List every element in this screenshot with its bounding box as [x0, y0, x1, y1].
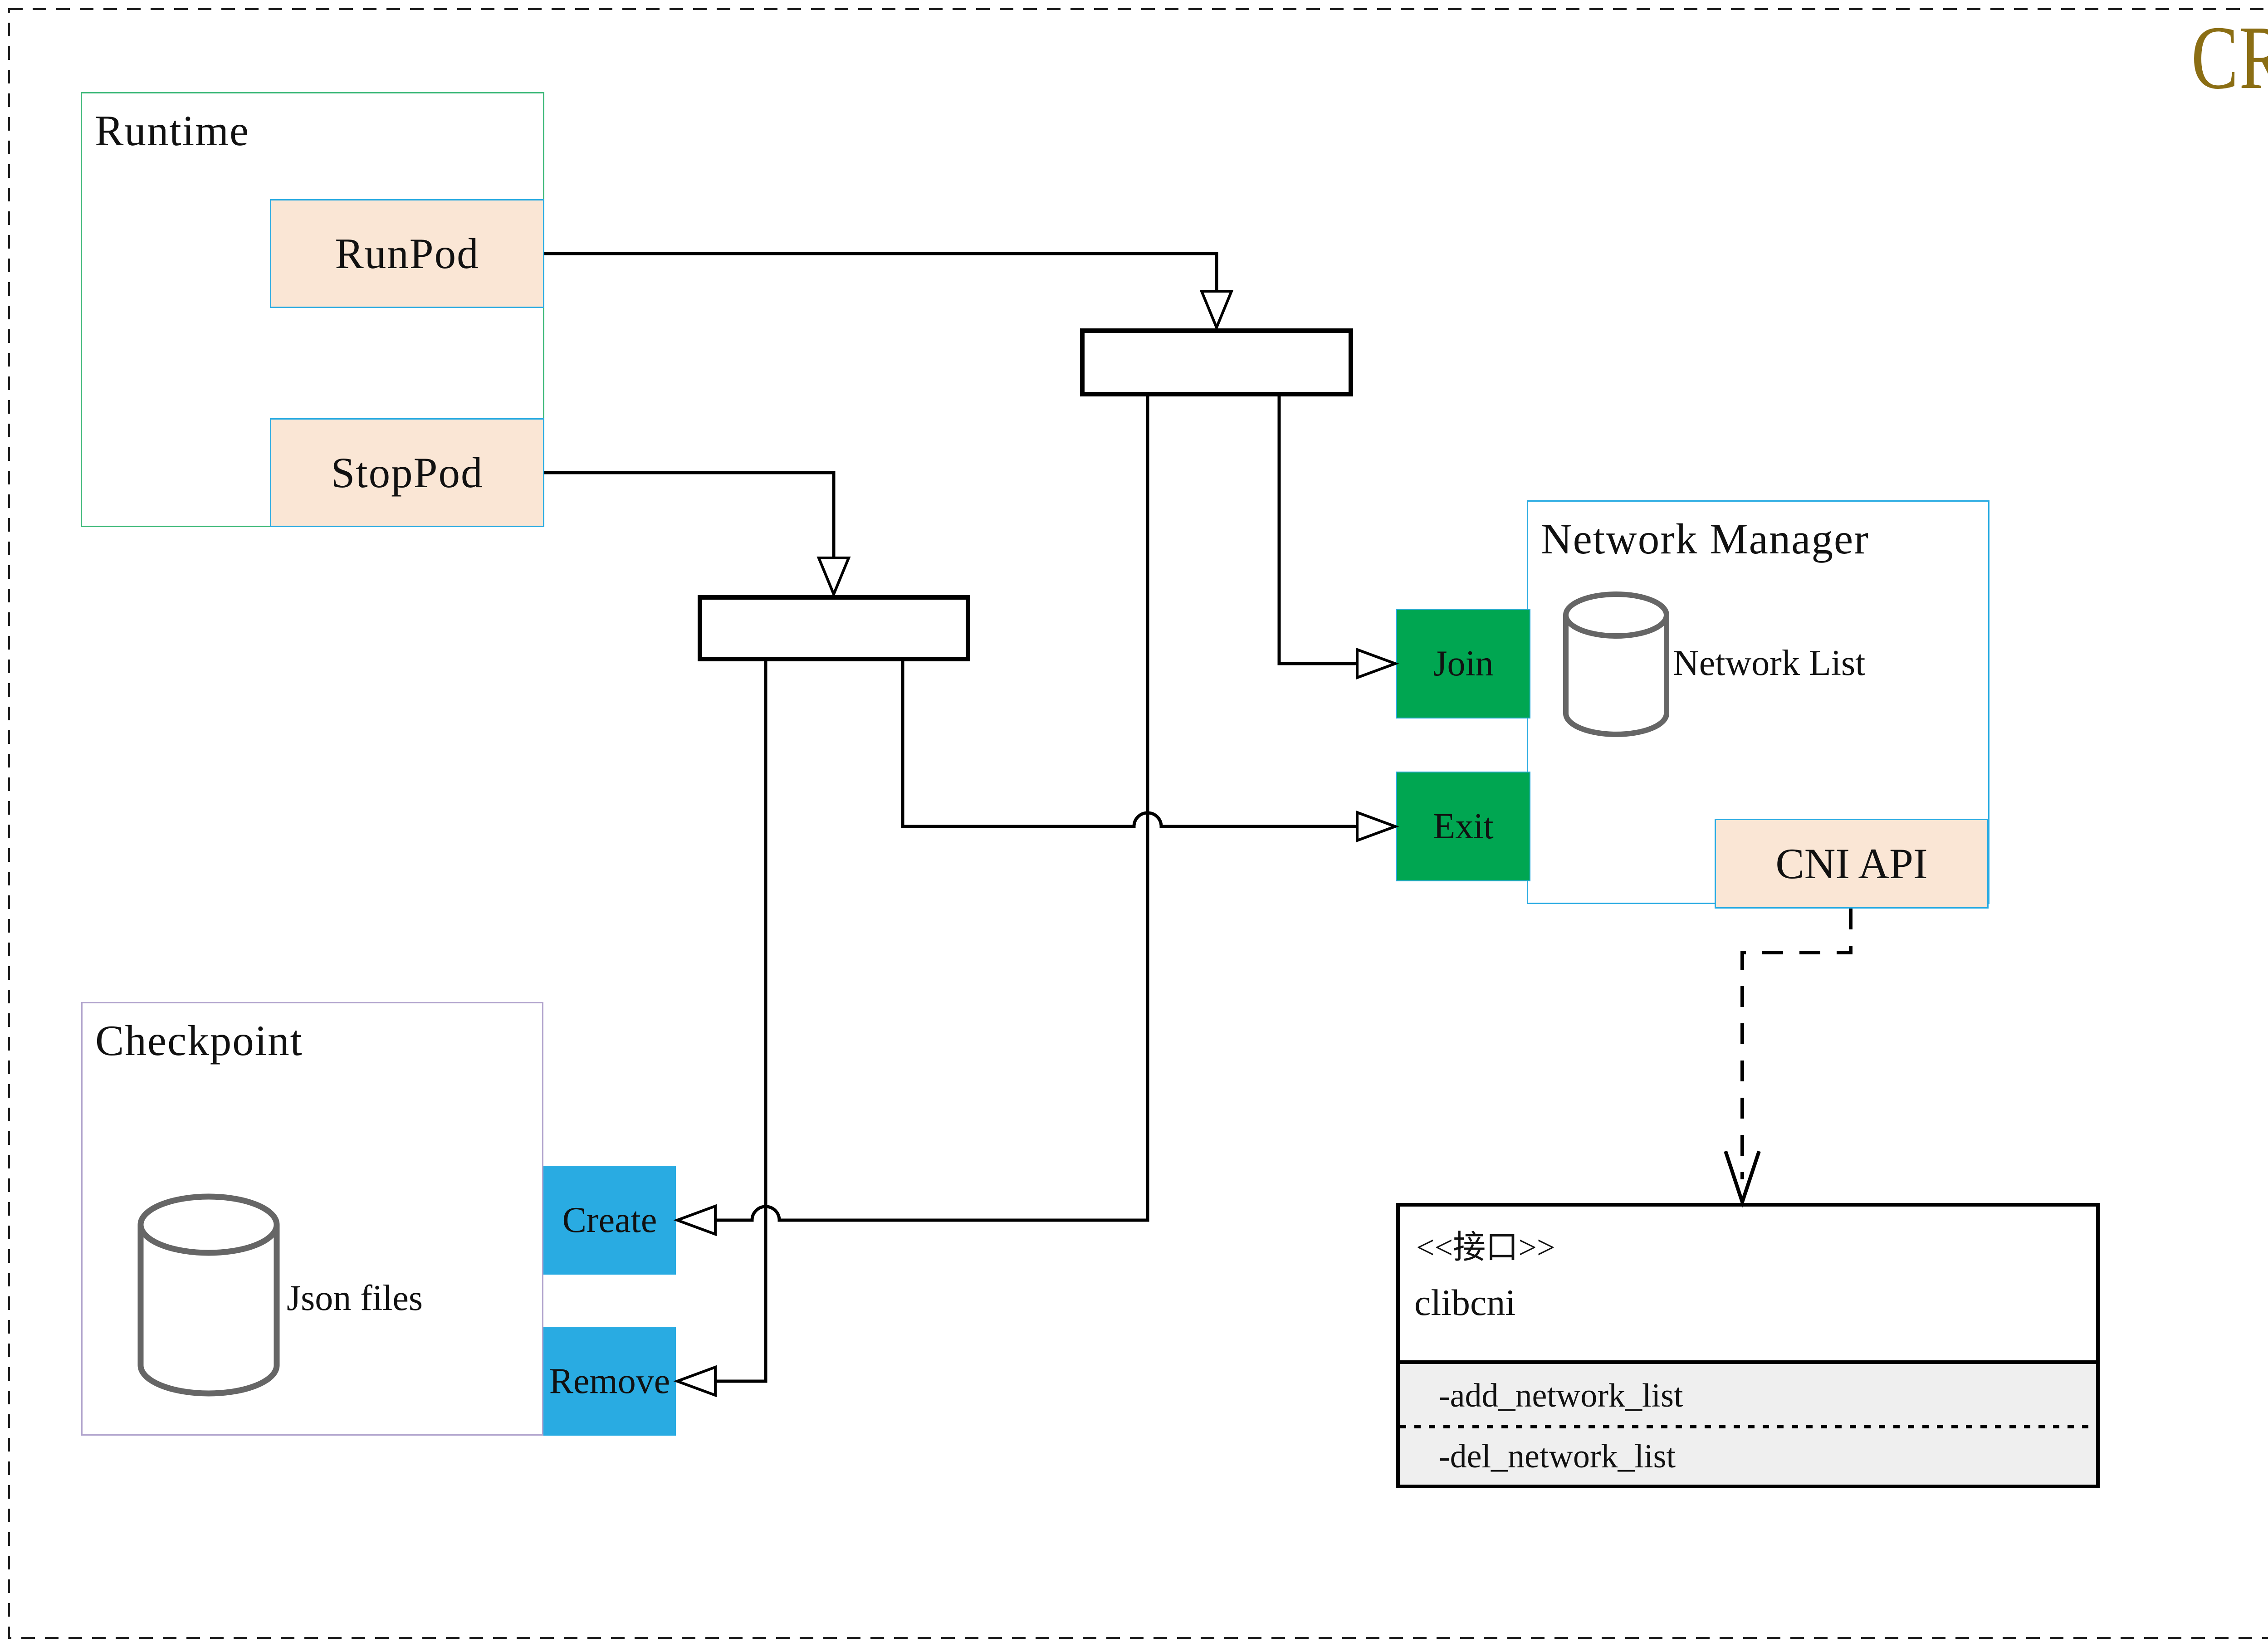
diagram-title: CRI: [2191, 8, 2268, 108]
join-connector-line: [1277, 396, 1357, 665]
create-connector-line: [715, 396, 1149, 1222]
exit-connector-line: [901, 661, 1357, 828]
clibcni-name: clibcni: [1414, 1282, 1516, 1323]
arrowhead-down-junction1-icon: [1199, 290, 1234, 331]
stoppod-label: StopPod: [331, 449, 484, 497]
clibcni-method-del: -del_network_list: [1439, 1438, 1676, 1475]
runpod-connector-line: [544, 252, 1218, 291]
cni-dependency-dashed-line: [1740, 909, 1853, 1179]
checkpoint-container: Checkpoint: [81, 1002, 543, 1436]
cni-api-label: CNI API: [1775, 840, 1928, 888]
arrowhead-left-create-icon: [673, 1204, 717, 1236]
arrowhead-right-exit-icon: [1356, 810, 1399, 843]
create-label: Create: [562, 1200, 657, 1240]
exit-node: Exit: [1396, 772, 1530, 881]
exit-label: Exit: [1433, 806, 1494, 846]
checkpoint-title: Checkpoint: [95, 1017, 303, 1065]
clibcni-stereotype: <<接口>>: [1416, 1229, 1555, 1266]
stoppod-node: StopPod: [270, 418, 544, 527]
json-files-label: Json files: [287, 1278, 423, 1318]
clibcni-interface-box: <<接口>> clibcni -add_network_list -del_ne…: [1396, 1203, 2100, 1488]
join-node: Join: [1396, 609, 1530, 718]
clibcni-method-add: -add_network_list: [1439, 1377, 1683, 1414]
runpod-label: RunPod: [335, 230, 479, 278]
arrowhead-left-remove-icon: [673, 1365, 717, 1398]
remove-node: Remove: [543, 1327, 676, 1436]
remove-connector-line: [715, 661, 767, 1383]
arrowhead-down-junction2-icon: [816, 557, 851, 598]
create-node: Create: [543, 1166, 676, 1275]
junction-box-runpod-flow: [1080, 328, 1353, 396]
arrowhead-right-join-icon: [1356, 647, 1399, 680]
clibcni-methods-section: -add_network_list -del_network_list: [1400, 1360, 2096, 1485]
network-manager-title: Network Manager: [1541, 515, 1869, 563]
runpod-node: RunPod: [270, 199, 544, 308]
cni-api-node: CNI API: [1715, 819, 1989, 909]
stoppod-connector-line: [544, 471, 836, 558]
join-label: Join: [1433, 643, 1494, 684]
remove-label: Remove: [549, 1361, 670, 1401]
junction-box-stoppod-flow: [698, 595, 970, 661]
arrowhead-open-down-clibcni-icon: [1724, 1150, 1761, 1208]
runtime-title: Runtime: [95, 107, 250, 155]
network-list-label: Network List: [1673, 643, 1866, 683]
